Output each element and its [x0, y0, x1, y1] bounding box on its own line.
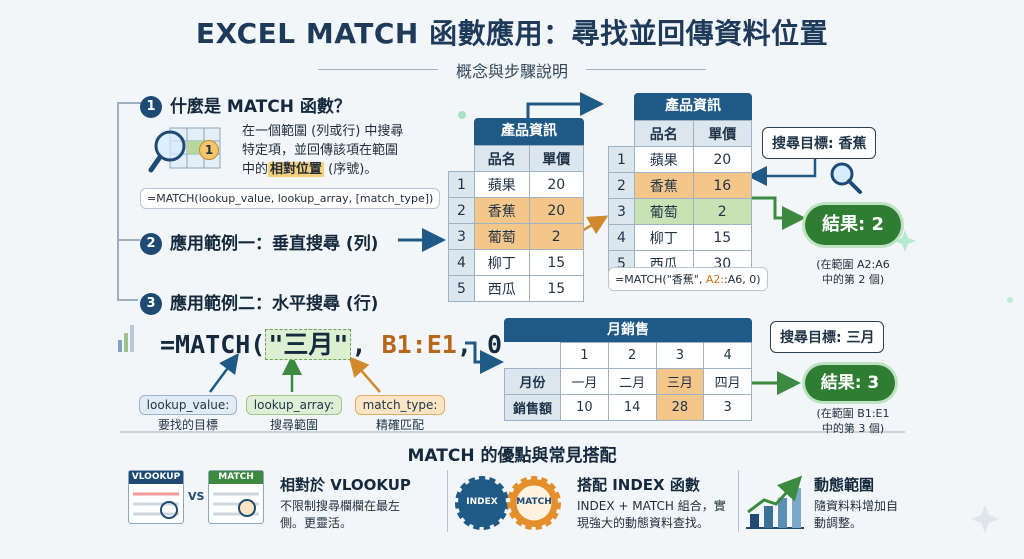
- section-2-title: 應用範例一：垂直搜尋 (列): [170, 234, 379, 254]
- divider-1: [447, 470, 448, 532]
- deco-bar-1: [118, 340, 122, 352]
- horizontal-formula: =MATCH("三月", B1:E1, 0): [160, 329, 518, 360]
- result-badge-2: 結果: 2: [805, 205, 901, 245]
- section-1-description: 在一個範圍 (列或行) 中搜尋 特定項，並回傳該項在範圍 中的相對位置 (序號)…: [242, 122, 447, 179]
- advantage-index: 搭配 INDEX 函數 INDEX + MATCH 組合，實 現強大的動態資料查…: [577, 476, 726, 530]
- arrow-formula-table: [465, 341, 504, 374]
- deco-bar-3: [130, 325, 134, 352]
- sparkle-dot-2: [1007, 297, 1013, 303]
- product-table-1-title: 產品資訊: [474, 118, 584, 145]
- advantage-dynamic-range: 動態範圍 隨資料料增加自 動調整。: [814, 476, 899, 530]
- section-1-heading: 1 什麼是 MATCH 函數？: [140, 92, 351, 118]
- bottom-section-title: MATCH 的優點與常見搭配: [407, 446, 617, 466]
- lookup-value-part: "三月": [265, 329, 352, 360]
- sparkle-2: [971, 505, 999, 533]
- subtitle-rule-left: [318, 69, 438, 70]
- result-badge-3: 結果: 3: [805, 365, 895, 401]
- section-3-title: 應用範例二：水平搜尋 (行): [170, 294, 379, 314]
- search-target-march: 搜尋目標: 三月: [770, 321, 885, 353]
- gear-match-label: MATCH: [516, 497, 552, 507]
- index-match-gears-icon: INDEX MATCH: [452, 470, 570, 532]
- magnifier-table-icon: 1: [148, 124, 226, 180]
- result-note-2: (在範圍 A2:A6 中的第 2 個): [816, 258, 890, 286]
- label-lookup-array: lookup_array: 搜尋範圍: [244, 394, 344, 433]
- product-table-2-title: 產品資訊: [634, 93, 752, 120]
- desc-line-2: 特定項，並回傳該項在範圍: [242, 143, 399, 158]
- arrow-orange: [579, 215, 609, 235]
- timeline-line: [117, 102, 145, 301]
- arrow-result-1: [752, 196, 806, 230]
- arrow-label-1: [208, 352, 239, 393]
- col-header-name: 品名: [474, 145, 530, 172]
- arrow-table1-table2: [526, 92, 604, 118]
- label-lookup-value: lookup_value: 要找的目標: [138, 394, 238, 433]
- section-1-title: 什麼是 MATCH 函數？: [170, 97, 351, 117]
- divider-2: [738, 470, 739, 532]
- table-row: 月份 一月二月三月四月: [504, 368, 752, 395]
- match-sheet-icon: MATCH: [208, 470, 264, 524]
- page-subtitle: 概念與步驟說明: [455, 62, 568, 81]
- search-target-banana: 搜尋目標: 香蕉: [762, 127, 877, 159]
- vs-label: VS: [188, 490, 205, 503]
- result-note-3: (在範圍 B1:E1 中的第 3 個): [816, 407, 890, 435]
- section-3-heading: 3 應用範例二：水平搜尋 (行): [140, 289, 378, 315]
- relative-position-highlight: 相對位置: [268, 162, 325, 177]
- arrow-label-3: [348, 356, 381, 393]
- page-title: EXCEL MATCH 函數應用：尋找並回傳資料位置: [195, 17, 829, 50]
- sparkle-1: [894, 230, 916, 252]
- vlookup-vs-match-icon: VLOOKUP VS MATCH: [128, 470, 276, 530]
- subtitle-rule-right: [586, 69, 706, 70]
- growth-chart-icon: [742, 470, 808, 532]
- advantage-vlookup: 相對於 VLOOKUP 不限制搜尋欄欄在最左 側。更靈活。: [280, 476, 411, 530]
- desc-line-3: 中的相對位置 (序號)。: [242, 162, 378, 177]
- vertical-formula: =MATCH("香蕉", A2::A6, 0): [608, 267, 768, 291]
- lookup-array-part: B1:E1: [381, 330, 457, 359]
- section-2-heading: 2 應用範例一：垂直搜尋 (列): [140, 229, 378, 255]
- vlookup-sheet-icon: VLOOKUP: [128, 470, 184, 524]
- desc-line-1: 在一個範圍 (列或行) 中搜尋: [242, 124, 404, 139]
- match-syntax: =MATCH(lookup_value, lookup_array, [matc…: [140, 188, 441, 209]
- arrow-search-target: [747, 158, 817, 186]
- section-3-number: 3: [140, 293, 162, 315]
- section-2-number: 2: [140, 233, 162, 255]
- sparkle-dot: [458, 111, 466, 119]
- gear-index-label: INDEX: [466, 497, 498, 507]
- label-match-type: match_type: 精確匹配: [350, 394, 450, 433]
- col-header-price: 單價: [528, 145, 584, 172]
- section-1-number: 1: [140, 96, 162, 118]
- deco-bar-2: [124, 333, 128, 352]
- icon-number-badge: 1: [199, 140, 219, 160]
- monthly-sales-title: 月銷售: [504, 318, 752, 342]
- magnifier-icon: [826, 160, 866, 200]
